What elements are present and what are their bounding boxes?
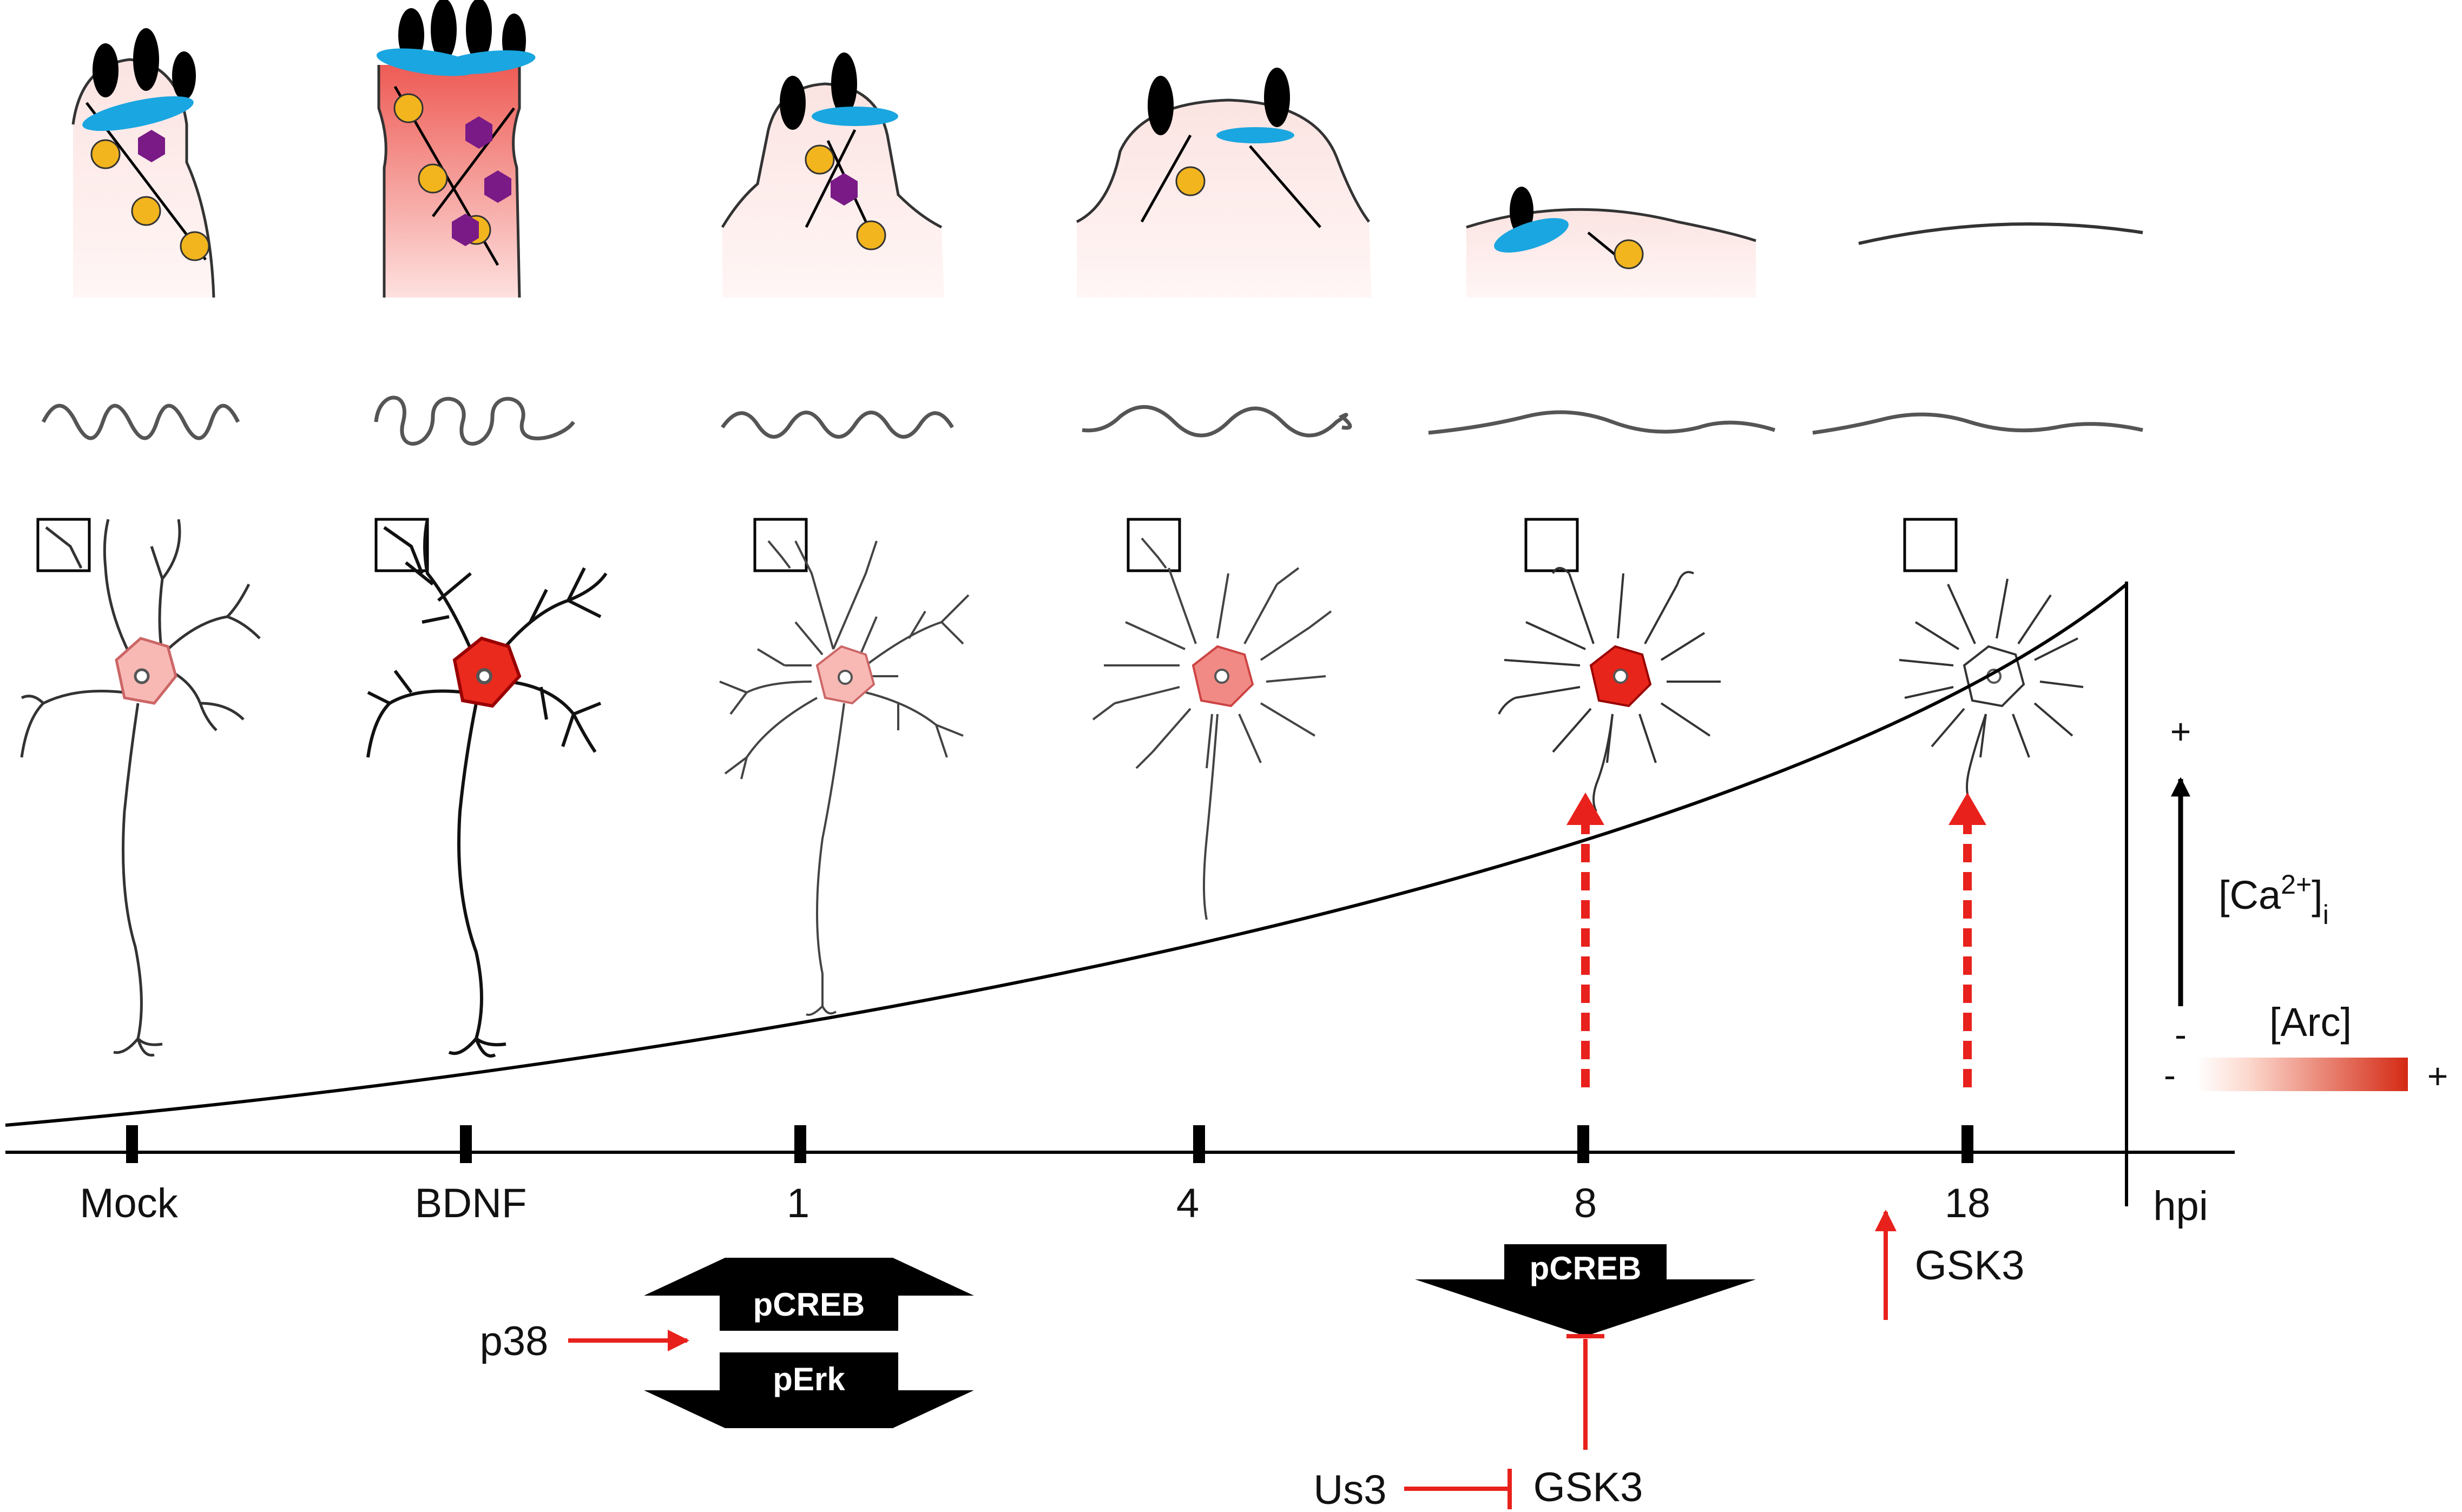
neuron-4hpi [1092,518,1332,920]
dotted-arrow-8hpi [1566,793,1604,1087]
axis-unit-label: hpi [2153,1183,2208,1229]
spine-bdnf [376,0,536,298]
spine-inset-box [1903,518,1958,572]
neuron-mock [20,518,261,1057]
gsk3-mid-label: GSK3 [1533,1464,1643,1510]
neuron-1hpi [719,518,970,1016]
tick-label-bdnf: BDNF [415,1180,527,1226]
pcreb-down-label: pCREB [1530,1250,1642,1286]
dendritic-spine-row [71,0,2143,298]
neuron-18hpi [1899,518,2084,801]
calcium-curve [5,583,2128,1127]
tick-8hpi [1577,1125,1589,1163]
tick-label-18: 18 [1945,1180,1991,1226]
perk-down-arrow [644,1352,974,1428]
neuron-bdnf [366,518,608,1058]
gsk3-late-label: GSK3 [1915,1243,2025,1289]
tick-mock [126,1125,138,1163]
calcium-label: [Ca2+]i [2219,869,2329,930]
timeline-axis: Mock BDNF 1 4 8 18 hpi [5,1125,2235,1229]
pcreb-down-arrow [1415,1244,1756,1336]
neuron-8hpi [1498,518,1721,812]
arc-gradient-bar [2197,1058,2408,1091]
tick-label-1: 1 [787,1180,809,1226]
pcreb-up-label: pCREB [753,1286,865,1323]
actin-4hpi [1082,405,1352,438]
calcium-minus: - [2175,1014,2187,1054]
spine-inset-box [374,518,429,572]
spine-inset-box [36,518,91,572]
spine-inset-box [1127,518,1181,572]
spine-inset-box [1524,518,1579,572]
spine-1hpi [721,52,944,298]
neuron-row [20,518,2084,1058]
dotted-arrow-18hpi [1948,793,1986,1087]
calcium-plus: + [2170,711,2191,751]
arc-minus: - [2164,1055,2176,1095]
actin-8hpi [1428,410,1776,435]
perk-down-label: pErk [773,1361,845,1397]
actin-1hpi [721,411,954,439]
spine-mock [71,28,215,298]
tick-4hpi [1193,1125,1205,1163]
tick-bdnf [460,1125,472,1163]
tick-label-4: 4 [1176,1180,1199,1226]
arc-plus: + [2427,1056,2448,1096]
actin-filament-row [41,395,2143,446]
pcreb-up-arrow [644,1258,974,1331]
legend: + - [Ca2+]i [Arc] - + [2164,711,2448,1096]
tick-1hpi [794,1125,806,1163]
actin-18hpi [1812,412,2143,435]
spine-18hpi [1858,222,2143,245]
p38-label: p38 [480,1318,549,1364]
us3-label: Us3 [1313,1467,1386,1512]
spine-4hpi [1076,68,1372,298]
early-regulation: pCREB pErk p38 [480,1258,974,1428]
actin-bdnf [374,395,575,446]
late-regulation: GSK3 [1875,1210,2025,1320]
tick-label-mock: Mock [80,1180,179,1226]
arc-label: [Arc] [2269,1000,2352,1045]
spine-inset-box [753,518,808,572]
spine-8hpi [1466,187,1756,298]
tick-label-8: 8 [1574,1180,1597,1226]
mid-regulation: pCREB GSK3 Us3 [1313,1244,1756,1512]
actin-mock [41,404,240,440]
tick-18hpi [1961,1125,1973,1163]
